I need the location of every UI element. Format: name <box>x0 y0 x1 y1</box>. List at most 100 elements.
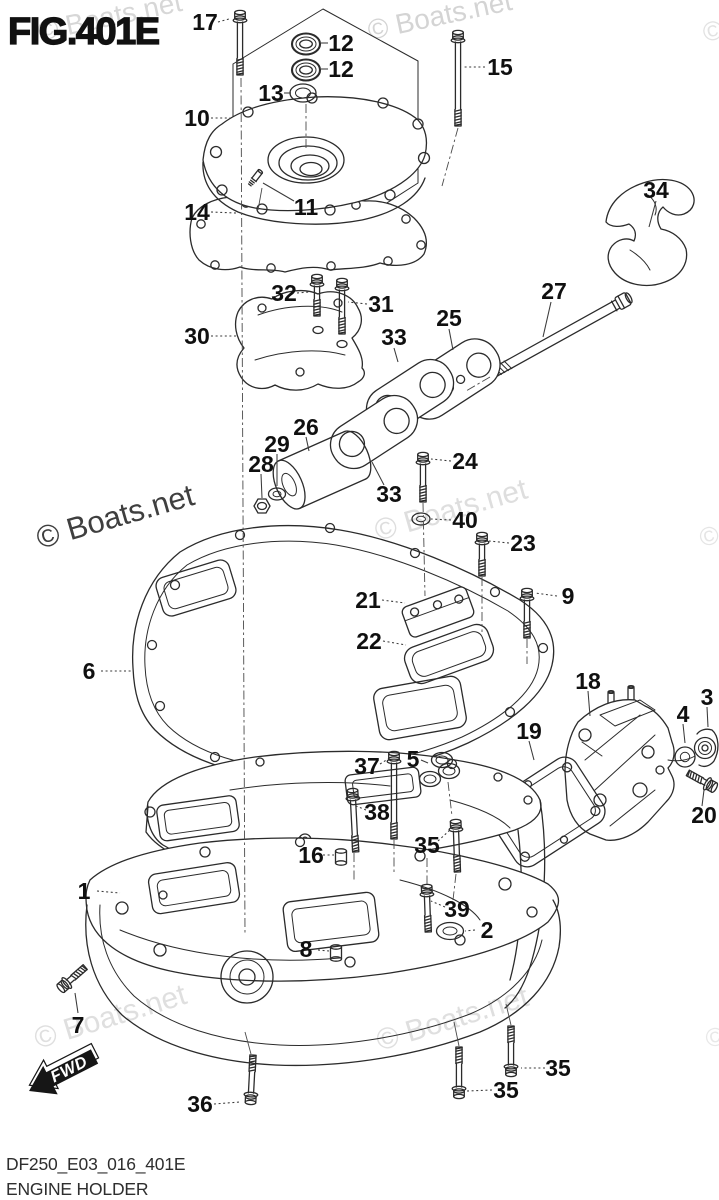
part-number-17: 17 <box>192 9 218 35</box>
part-number-12: 12 <box>328 30 354 56</box>
part-number-35: 35 <box>493 1077 519 1103</box>
bolt-31 <box>334 277 350 335</box>
leader-line-32 <box>296 291 310 294</box>
footer-figure-name: ENGINE HOLDER <box>6 1179 148 1199</box>
part-29-washer <box>267 487 287 501</box>
figure-title: FIG.401E <box>8 11 159 53</box>
bolt-32 <box>309 273 325 317</box>
part-5-o-rings <box>418 751 461 788</box>
leader-line-27 <box>542 301 552 338</box>
leader-line-17 <box>217 18 230 23</box>
part-number-33: 33 <box>381 324 407 350</box>
part-number-39: 39 <box>444 896 470 922</box>
part-number-38: 38 <box>364 799 390 825</box>
part-number-32: 32 <box>271 280 297 306</box>
bolt-36 <box>242 1054 259 1106</box>
part-number-29: 29 <box>264 431 290 457</box>
part-40-washer <box>411 512 431 526</box>
leader-line-33 <box>371 461 385 486</box>
diagram-art <box>54 8 719 1106</box>
leader-line-18 <box>587 690 591 717</box>
part-1-engine-holder <box>85 836 561 1067</box>
part-16-bushing <box>334 848 348 866</box>
leader-line-26 <box>305 436 310 452</box>
part-12-seal-ring <box>290 58 322 82</box>
part-22-gasket <box>403 623 495 685</box>
part-number-33: 33 <box>376 481 402 507</box>
bolt-15 <box>450 29 466 127</box>
part-number-18: 18 <box>575 668 601 694</box>
part-number-13: 13 <box>258 80 284 106</box>
part-number-31: 31 <box>368 291 394 317</box>
leader-line-5 <box>420 759 429 764</box>
bolt-20 <box>685 769 719 796</box>
part-number-19: 19 <box>516 718 542 744</box>
leader-line-1 <box>96 890 121 894</box>
part-33-plate <box>329 394 419 470</box>
axis-lines <box>240 77 528 1055</box>
leader-line-24 <box>430 458 452 462</box>
part-number-10: 10 <box>184 105 210 131</box>
leader-line-3 <box>706 706 709 728</box>
part-number-30: 30 <box>184 323 210 349</box>
leader-line-9 <box>534 592 558 597</box>
leader-line-20 <box>701 789 705 807</box>
part-number-7: 7 <box>72 1012 85 1038</box>
leader-line-31 <box>347 301 368 305</box>
part-number-34: 34 <box>643 177 669 203</box>
part-number-3: 3 <box>701 684 714 710</box>
part-6-gasket <box>131 522 555 781</box>
bolt-35 <box>448 818 464 873</box>
fwd-arrow-outline <box>28 1042 100 1090</box>
part-28-nut <box>253 498 271 514</box>
part-number-25: 25 <box>436 305 462 331</box>
leader-line-34 <box>648 200 657 228</box>
part-26-mount-cylinder <box>272 430 372 510</box>
leader-line-35 <box>466 1089 493 1092</box>
part-number-22: 22 <box>356 628 382 654</box>
leader-line-7 <box>74 992 79 1014</box>
part-number-11: 11 <box>294 194 319 220</box>
footer-part-code: DF250_E03_016_401E <box>6 1154 185 1175</box>
bolt-24 <box>415 451 431 503</box>
part-21-anode-bracket <box>401 586 475 638</box>
bolt-9 <box>519 587 535 639</box>
bolt-37 <box>386 750 402 840</box>
watermark: © Boats.net <box>365 0 515 46</box>
part-number-24: 24 <box>452 448 478 474</box>
part-number-15: 15 <box>487 54 513 80</box>
watermark: © <box>702 1020 719 1054</box>
part-10-engine-cover <box>202 92 431 225</box>
part-12-seal-ring <box>290 32 322 56</box>
part-number-37: 37 <box>354 753 380 779</box>
watermark: © Boats.net <box>30 978 191 1056</box>
part-3-cushion <box>693 728 719 768</box>
part-number-5: 5 <box>407 746 420 772</box>
bolt-35 <box>503 1025 519 1078</box>
part-number-36: 36 <box>187 1091 213 1117</box>
part-number-23: 23 <box>510 530 536 556</box>
bolt-35 <box>451 1046 467 1100</box>
leader-line-40 <box>430 518 452 521</box>
bolt-23 <box>474 531 490 577</box>
leader-line-33 <box>393 347 399 363</box>
leader-line-11 <box>262 182 295 202</box>
part-27-through-bolt <box>491 292 633 377</box>
bolt-7 <box>54 964 88 996</box>
part-number-2: 2 <box>481 917 494 943</box>
part-11-screw <box>247 169 264 187</box>
part-number-21: 21 <box>355 587 381 613</box>
part-number-9: 9 <box>562 583 575 609</box>
part-number-4: 4 <box>677 701 690 727</box>
part-number-14: 14 <box>184 199 210 225</box>
leader-line-2 <box>464 929 476 932</box>
part-number-28: 28 <box>248 451 274 477</box>
part-number-6: 6 <box>83 658 96 684</box>
leader-line-38 <box>355 805 367 811</box>
part-4-washer <box>674 746 696 768</box>
part-number-40: 40 <box>452 507 478 533</box>
watermark: © <box>696 519 719 553</box>
leader-line-22 <box>382 640 407 646</box>
